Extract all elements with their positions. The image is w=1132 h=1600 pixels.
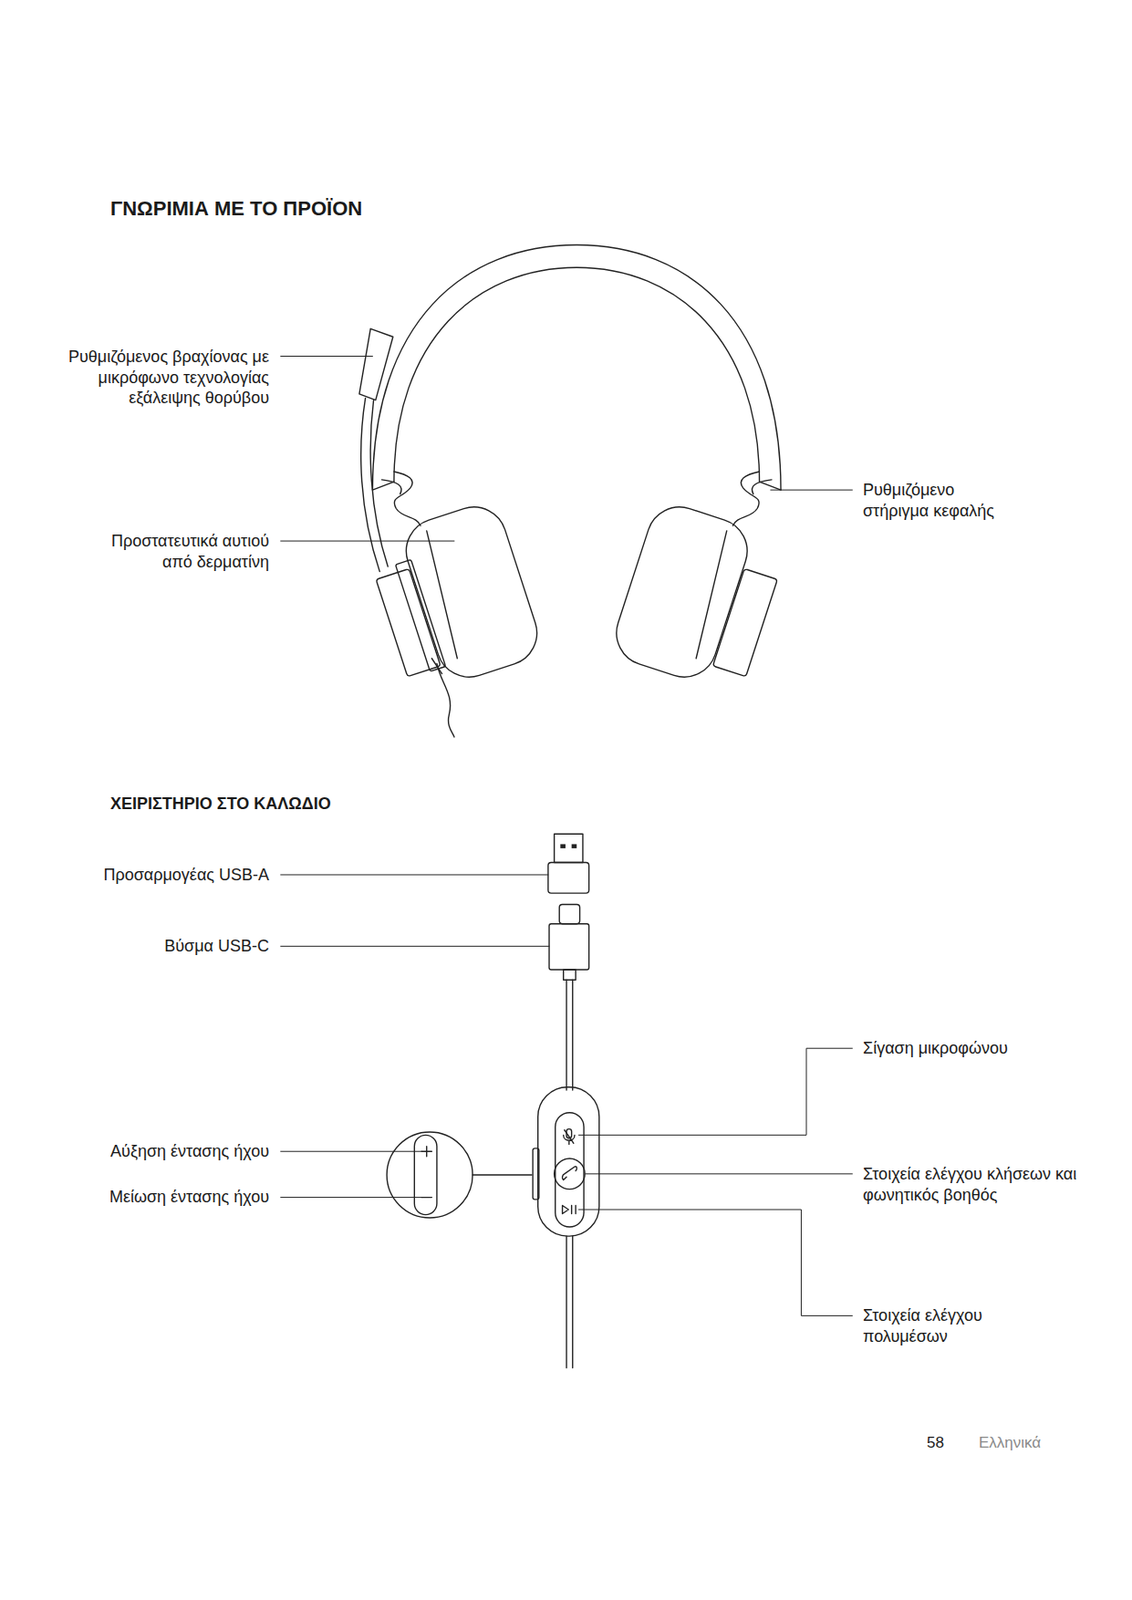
- headband: [372, 245, 781, 491]
- leader-lines: [280, 356, 853, 1317]
- headset-cable: [436, 663, 455, 738]
- part-label: Σίγαση μικροφώνου: [862, 1038, 1101, 1060]
- section-heading: ΧΕΙΡΙΣΤΗΡΙΟ ΣΤΟ ΚΑΛΩΔΙΟ: [110, 793, 494, 815]
- part-label: Ρυθμιζόμενο στήριγμα κεφαλής: [862, 479, 1014, 521]
- microphone-boom: [359, 328, 394, 572]
- part-label: Προστατευτικά αυτιού από δερματίνη: [86, 530, 270, 572]
- left-earcup: [375, 471, 546, 686]
- part-label: Αύξηση έντασης ήχου: [22, 1141, 270, 1163]
- volume-buttons-detail: [386, 1132, 532, 1218]
- right-earcup: [608, 471, 779, 686]
- usb-a-adapter: [548, 833, 590, 894]
- language-label: Ελληνικά: [978, 1433, 1098, 1454]
- part-label: Προσαρμογέας USB-A: [22, 864, 270, 886]
- usb-c-plug: [549, 903, 590, 1091]
- inline-remote: [532, 1087, 600, 1369]
- part-label: Ρυθμιζόμενος βραχίονας με μικρόφωνο τεχν…: [63, 346, 270, 409]
- part-label: Βύσμα USB-C: [68, 935, 270, 957]
- page-number: 58: [926, 1433, 964, 1454]
- part-label: Στοιχεία ελέγχου πολυμέσων: [862, 1305, 1032, 1347]
- part-label: Στοιχεία ελέγχου κλήσεων και φωνητικός β…: [862, 1163, 1082, 1205]
- page-title: ΓΝΩΡΙΜΙΑ ΜΕ ΤΟ ΠΡΟΪΟΝ: [110, 197, 363, 221]
- part-label: Μείωση έντασης ήχου: [22, 1186, 270, 1208]
